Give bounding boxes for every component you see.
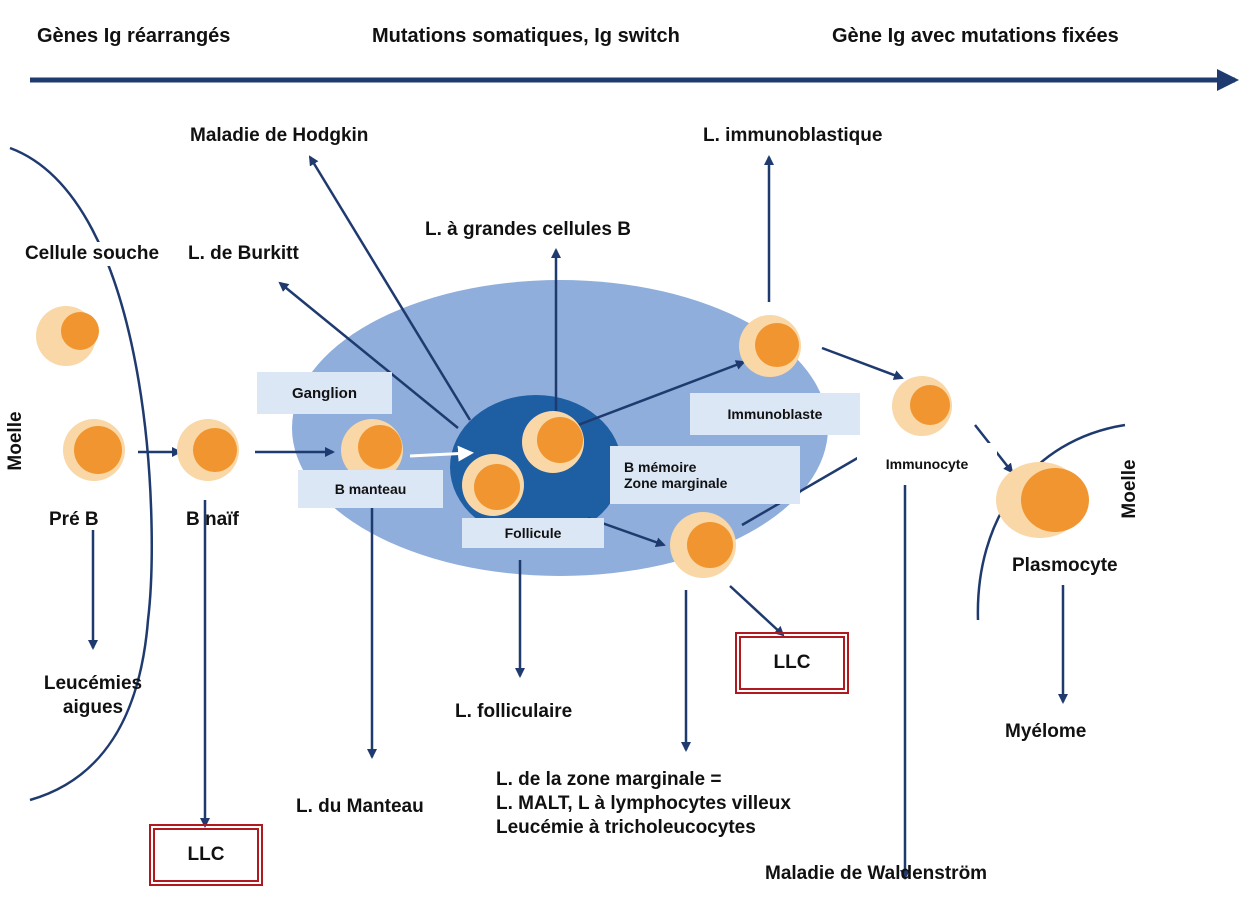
leucemies-line1: Leucémies [43, 673, 143, 694]
zone-marginale-label: L. de la zone marginale = L. MALT, L à l… [496, 768, 791, 839]
stage-mutations-somatiques: Mutations somatiques, Ig switch [372, 25, 680, 47]
grandes-cellules-label: L. à grandes cellules B [425, 219, 631, 240]
arrow-immunoblaste-to-immunocyte [821, 346, 904, 380]
arrow-to-immunoblaste [577, 360, 746, 427]
arrow-to-hodgkin [308, 155, 472, 421]
b-manteau-label: B manteau [298, 470, 443, 508]
arrow-to-burkitt [278, 281, 459, 429]
hodgkin-label: Maladie de Hodgkin [190, 125, 369, 146]
immunoblastique-label: L. immunoblastique [703, 125, 883, 146]
b-memoire-line1: B mémoire [624, 459, 697, 475]
folliculaire-label: L. folliculaire [455, 701, 573, 722]
zone-marginale-line2: L. MALT, L à lymphocytes villeux [496, 792, 791, 814]
immunoblaste-label: Immunoblaste [690, 393, 860, 435]
b-memoire-label: B mémoire Zone marginale [610, 446, 800, 504]
moelle-left-boundary [9, 146, 153, 802]
llc-box-mid: LLC [735, 632, 849, 694]
zone-marginale-line1: L. de la zone marginale = [496, 769, 722, 790]
stage-ig-rearranges: Gènes Ig réarrangés [37, 25, 231, 47]
follicle-cell-bottom [462, 454, 524, 516]
cellule-souche-label: Cellule souche [22, 242, 162, 266]
arrow-memoire-to-llc [729, 585, 785, 637]
zone-marginale-line3: Leucémie à tricholeucocytes [496, 816, 756, 838]
b-manteau-cell [341, 419, 403, 481]
llc-mid-label: LLC [739, 636, 845, 690]
b-naif-cell [177, 419, 239, 481]
leucemies-line2: aigues [62, 696, 124, 718]
plasmocyte-label: Plasmocyte [1012, 555, 1118, 576]
follicule-label: Follicule [462, 518, 604, 548]
immunocyte-cell [892, 376, 952, 436]
immunocyte-label: Immunocyte [857, 443, 997, 485]
moelle-right-label: Moelle [1119, 459, 1141, 519]
pre-b-label: Pré B [49, 509, 99, 530]
ganglion-label: Ganglion [257, 372, 392, 414]
b-memoire-cell [670, 512, 736, 578]
moelle-left-label: Moelle [5, 411, 26, 471]
plasmocyte-cell [996, 462, 1089, 538]
follicle-cell-top [522, 411, 584, 473]
cellule-souche-cell [36, 306, 99, 366]
b-naif-label: B naïf [186, 509, 239, 530]
llc-box-left: LLC [149, 824, 263, 886]
myelome-label: Myélome [1005, 721, 1087, 742]
llc-left-label: LLC [153, 828, 259, 882]
immunoblaste-cell [739, 315, 801, 377]
pre-b-cell [63, 419, 125, 481]
burkitt-label: L. de Burkitt [188, 243, 299, 264]
b-memoire-line2: Zone marginale [624, 475, 728, 491]
waldenstrom-label: Maladie de Waldenström [765, 863, 988, 884]
arrow-manteau-to-follicle [409, 445, 474, 462]
stage-mutations-fixees: Gène Ig avec mutations fixées [832, 25, 1119, 47]
leucemies-aigues-label: Leucémies aigues [18, 672, 168, 720]
manteau-lymphoma-label: L. du Manteau [296, 796, 424, 817]
